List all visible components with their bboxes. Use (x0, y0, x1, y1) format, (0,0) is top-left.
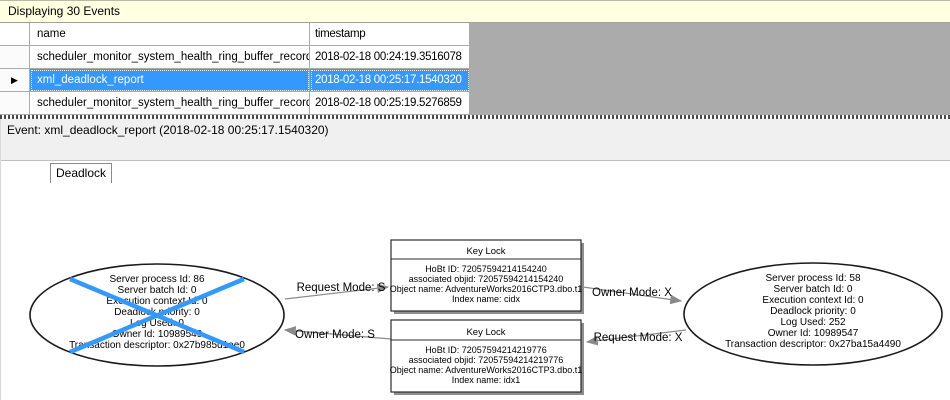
resource-text: HoBt ID: 72057594214154240 (425, 264, 547, 274)
node-text: Execution context Id: 0 (106, 296, 208, 307)
resource-text: associated objid: 72057594214219776 (409, 355, 564, 365)
event-detail-panel: Event: xml_deadlock_report (2018-02-18 0… (0, 119, 950, 400)
resource-text: Object name: AdventureWorks2016CTP3.dbo.… (390, 365, 582, 375)
node-text: Server process Id: 58 (765, 273, 860, 284)
node-text: Deadlock priority: 0 (114, 307, 200, 318)
deadlock-graph-pane: Request Mode: S Owner Mode: S Owner Mode… (1, 160, 950, 400)
current-row-indicator-icon: ▶ (11, 75, 18, 85)
row-selector-cell (0, 46, 30, 69)
event-timestamp-cell: 2018-02-18 00:25:17.1540320 (310, 69, 470, 92)
tab-deadlock[interactable]: Deadlock (50, 163, 112, 183)
node-text: Owner Id: 10989547 (768, 328, 859, 339)
event-name-cell: scheduler_monitor_system_health_ring_buf… (30, 92, 310, 115)
resource-title: Key Lock (466, 246, 505, 257)
resource-text: Object name: AdventureWorks2016CTP3.dbo.… (390, 284, 582, 294)
event-timestamp-cell: 2018-02-18 00:24:19.3516078 (310, 46, 470, 69)
node-text: Server batch Id: 0 (774, 284, 853, 295)
grid-focus-border (0, 115, 950, 119)
event-row[interactable]: scheduler_monitor_system_health_ring_buf… (0, 92, 470, 115)
node-text: Server process Id: 86 (109, 274, 204, 285)
resource-text: Index name: cidx (452, 294, 521, 304)
event-row-selected[interactable]: ▶ xml_deadlock_report 2018-02-18 00:25:1… (0, 69, 470, 92)
edge-label-request-x: Request Mode: X (594, 332, 683, 344)
events-count-label: Displaying 30 Events (8, 4, 121, 18)
deadlock-graph: Request Mode: S Owner Mode: S Owner Mode… (29, 239, 943, 395)
row-selector-cell: ▶ (0, 69, 30, 92)
events-grid-area: name timestamp scheduler_monitor_system_… (0, 23, 950, 115)
resource-title: Key Lock (466, 327, 505, 338)
event-name-cell: xml_deadlock_report (30, 69, 310, 92)
event-row[interactable]: scheduler_monitor_system_health_ring_buf… (0, 46, 470, 69)
resource-node-top[interactable]: Key Lock HoBt ID: 72057594214154240 asso… (390, 239, 584, 314)
grid-corner-cell (0, 23, 30, 46)
event-name-cell: scheduler_monitor_system_health_ring_buf… (30, 46, 310, 69)
edge-owner-x: Owner Mode: X (582, 286, 683, 305)
node-text: Log Used: 252 (780, 317, 845, 328)
victim-cross-icon (69, 276, 245, 355)
node-text: Transaction descriptor: 0x27ba15a4490 (725, 339, 901, 350)
victim-process-node[interactable]: Server process Id: 86 Server batch Id: 0… (29, 263, 285, 367)
node-text: Deadlock priority: 0 (770, 306, 856, 317)
other-process-node[interactable]: Server process Id: 58 Server batch Id: 0… (683, 262, 943, 366)
edge-label-request-s: Request Mode: S (297, 282, 386, 294)
node-text: Server batch Id: 0 (118, 285, 197, 296)
grid-header-row: name timestamp (0, 23, 470, 46)
edge-request-s: Request Mode: S (284, 282, 390, 300)
events-count-bar: Displaying 30 Events (0, 0, 950, 23)
edge-owner-s: Owner Mode: S (283, 326, 392, 341)
node-text: Log Used: 0 (130, 318, 184, 329)
edge-label-owner-s: Owner Mode: S (295, 329, 375, 341)
event-title-label: Event: xml_deadlock_report (2018-02-18 0… (7, 123, 329, 137)
event-timestamp-cell: 2018-02-18 00:25:19.5276859 (310, 92, 470, 115)
edge-request-x: Request Mode: X (585, 329, 687, 346)
node-text: Owner Id: 10989549 (112, 329, 203, 340)
resource-text: HoBt ID: 72057594214219776 (425, 345, 547, 355)
column-header-name[interactable]: name (30, 23, 310, 46)
resource-node-bottom[interactable]: Key Lock HoBt ID: 72057594214219776 asso… (390, 319, 584, 395)
column-header-timestamp[interactable]: timestamp (310, 23, 470, 46)
resource-text: Index name: idx1 (452, 375, 521, 385)
events-grid: name timestamp scheduler_monitor_system_… (0, 23, 470, 115)
edge-label-owner-x: Owner Mode: X (592, 287, 672, 299)
event-title-bar: Event: xml_deadlock_report (2018-02-18 0… (1, 119, 950, 141)
node-text: Execution context Id: 0 (762, 295, 864, 306)
resource-text: associated objid: 72057594214154240 (409, 274, 564, 284)
row-selector-cell (0, 92, 30, 115)
node-text: Transaction descriptor: 0x27b985d1ae0 (69, 340, 245, 351)
